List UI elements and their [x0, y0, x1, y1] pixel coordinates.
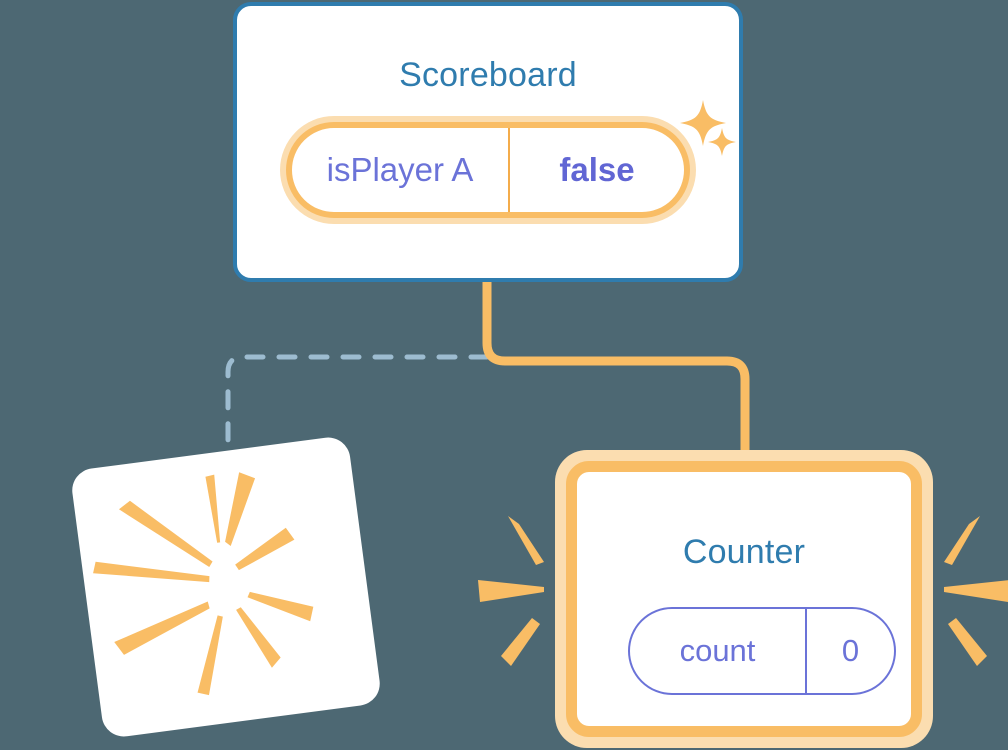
scoreboard-state-key: isPlayer A	[292, 128, 510, 212]
blank-card-burst-icon	[93, 472, 314, 696]
counter-title: Counter	[682, 533, 806, 571]
counter-card[interactable]: Counter count 0	[555, 450, 933, 748]
connector-scoreboard-to-counter	[482, 282, 750, 465]
counter-card-inner: Counter count 0	[566, 461, 922, 737]
scoreboard-card[interactable]: Scoreboard isPlayer A false	[233, 2, 743, 282]
counter-state-pill[interactable]: count 0	[628, 607, 896, 695]
counter-rays-left-icon	[478, 516, 544, 666]
blank-card[interactable]	[69, 434, 383, 740]
scoreboard-state-value: false	[559, 151, 635, 188]
counter-state-value: 0	[841, 633, 860, 668]
scoreboard-state-pill[interactable]: isPlayer A false	[280, 116, 696, 224]
counter-state-key: count	[630, 609, 807, 693]
scoreboard-state-pill-inner: isPlayer A false	[286, 122, 690, 218]
counter-rays-right-icon	[944, 516, 1008, 666]
scoreboard-title: Scoreboard	[399, 56, 577, 94]
